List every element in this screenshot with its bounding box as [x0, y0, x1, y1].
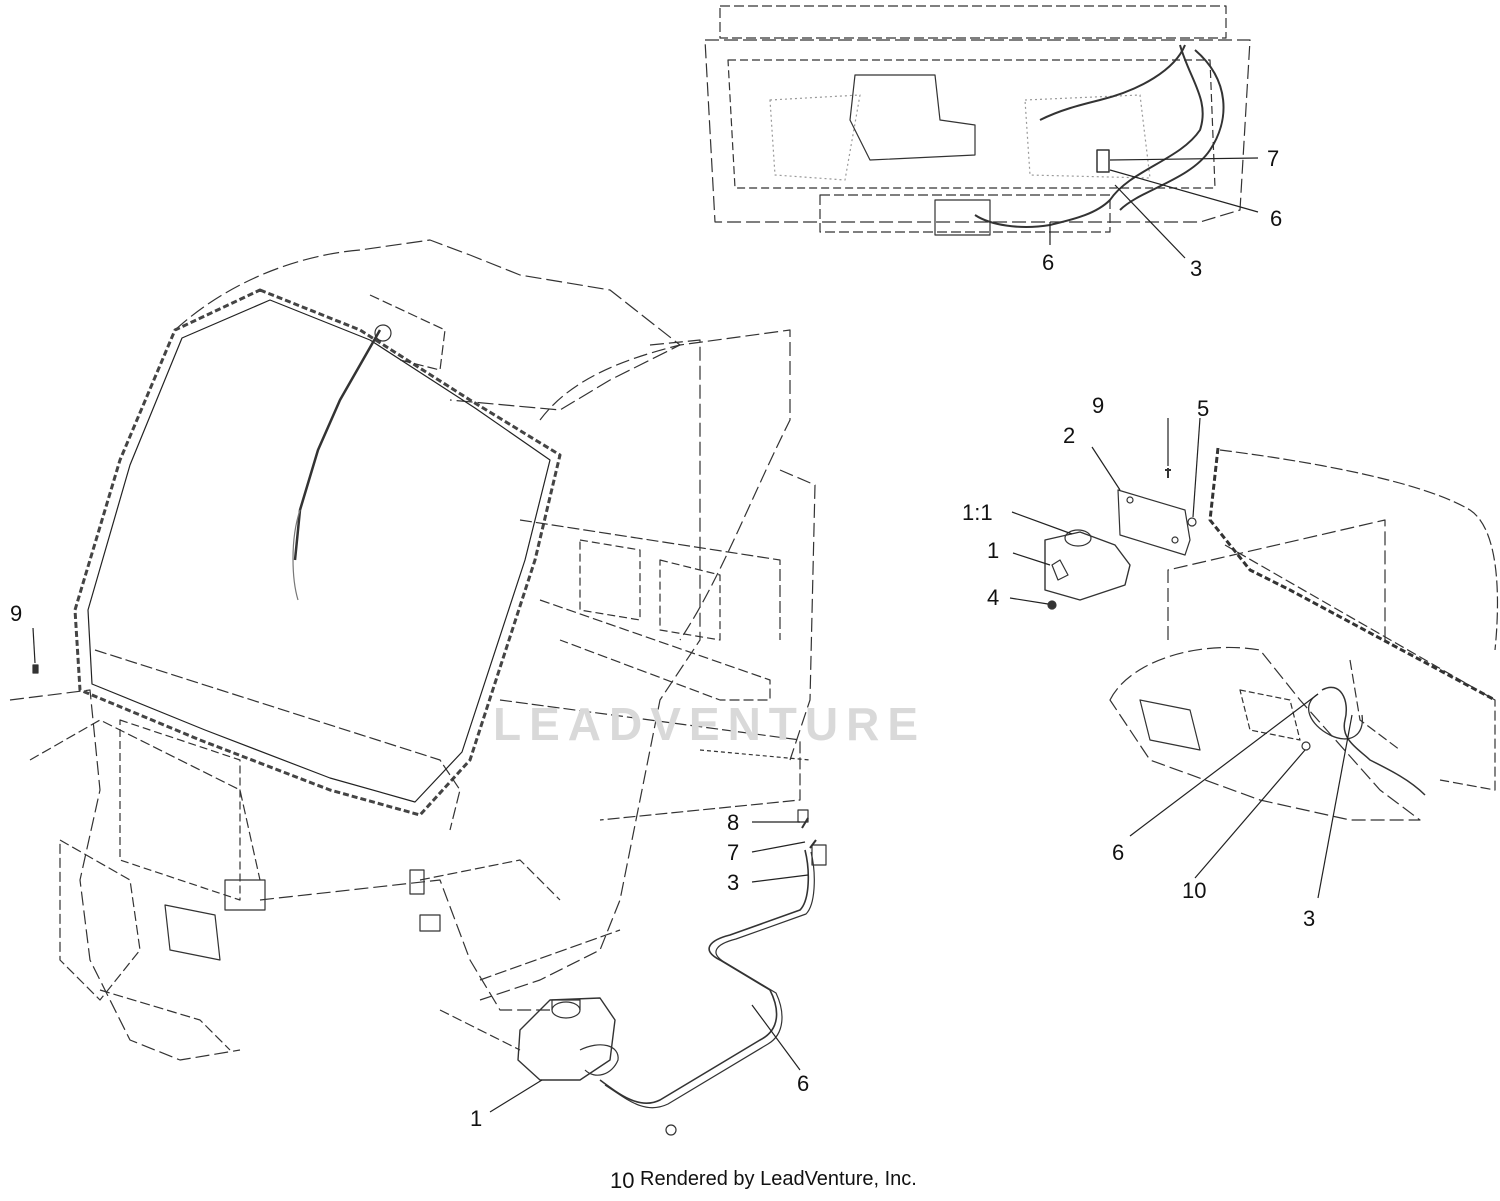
rear-panel-inset [704, 5, 1251, 236]
watermark-text: LEADVENTURE [493, 698, 927, 750]
washer-reservoir-main [517, 809, 827, 1136]
callout-8-main: 8 [727, 810, 740, 835]
callout-7-top: 7 [1267, 146, 1280, 171]
callout-6-right: 6 [1112, 840, 1125, 865]
callout-3-main: 3 [727, 870, 740, 895]
cab-main-view [9, 239, 816, 1061]
left-screw-icon [32, 664, 39, 674]
callout-3-top: 3 [1190, 256, 1203, 281]
callout-1-main: 1 [470, 1106, 483, 1131]
reservoir-detail-view [1044, 447, 1499, 821]
callout-3-right: 3 [1303, 906, 1316, 931]
callout-10-main: 10 [610, 1168, 635, 1193]
callout-6-top-left: 6 [1042, 250, 1055, 275]
callout-2-right: 2 [1063, 423, 1076, 448]
callout-10-right: 10 [1182, 878, 1207, 903]
callout-5-right: 5 [1197, 396, 1210, 421]
callout-6-top-right: 6 [1270, 206, 1283, 231]
leader-lines [32, 157, 1353, 1113]
footer-credit: Rendered by LeadVenture, Inc. [640, 1168, 917, 1190]
callout-9-right: 9 [1092, 393, 1105, 418]
callout-4-right: 4 [987, 585, 1000, 610]
callout-7-main: 7 [727, 840, 740, 865]
callout-6-main: 6 [797, 1071, 810, 1096]
callout-9-left: 9 [10, 601, 23, 626]
callout-1-1-right: 1:1 [962, 500, 993, 525]
callout-1-right: 1 [987, 538, 1000, 563]
